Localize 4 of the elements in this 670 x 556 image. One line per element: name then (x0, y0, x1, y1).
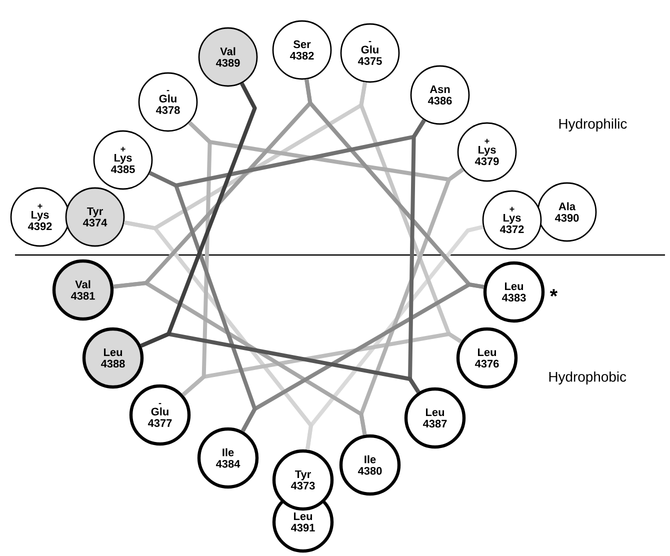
region-label: Hydrophilic (559, 118, 627, 132)
helix-connector (140, 82, 257, 348)
region-label: Hydrophobic (549, 372, 626, 384)
asterisk-mark: * (550, 289, 558, 297)
